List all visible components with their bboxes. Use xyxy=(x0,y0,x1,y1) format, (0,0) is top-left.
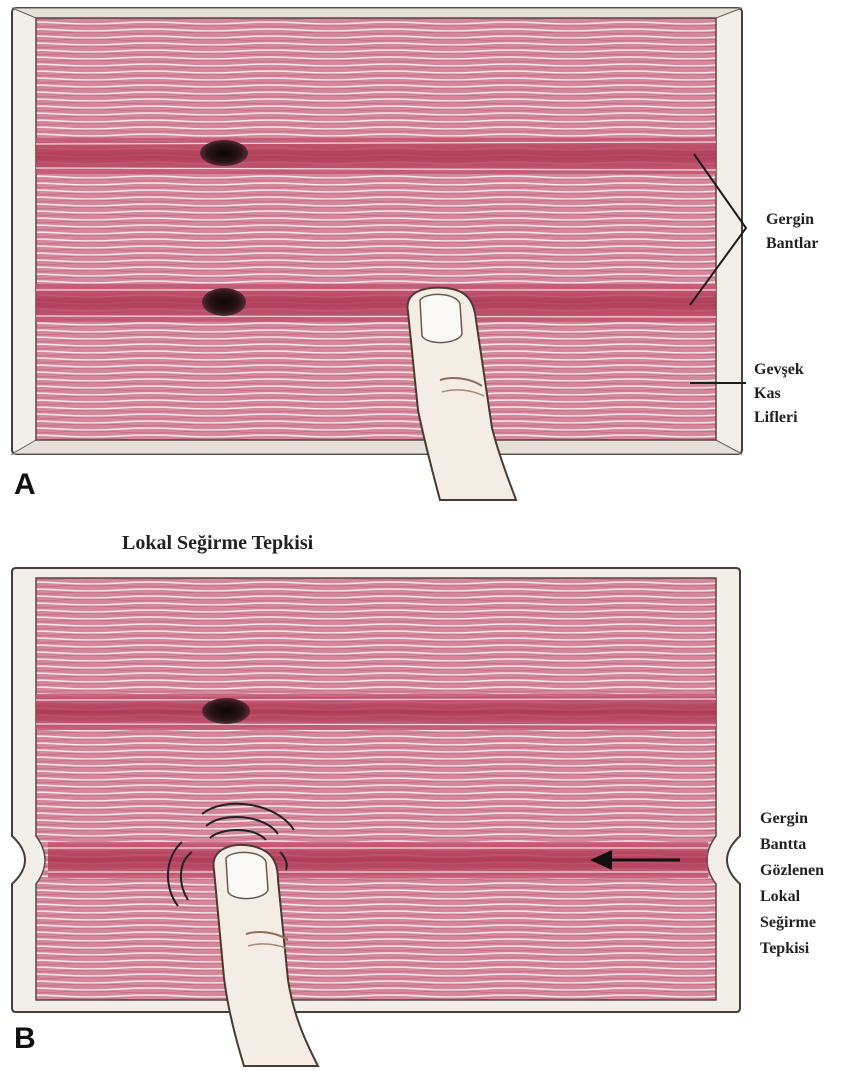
twitch-response-label: Gergin Bantta Gözlenen Lokal Seğirme Tep… xyxy=(760,806,824,962)
relaxed-fibers-label-line-1: Gevşek xyxy=(754,358,804,382)
panel-b-muscle xyxy=(36,578,716,1000)
taut-bands-label-line-2: Bantlar xyxy=(766,232,818,256)
panel-a xyxy=(12,8,746,500)
twitch-response-label-line-1: Gergin xyxy=(760,806,824,832)
twitch-response-label-line-5: Seğirme xyxy=(760,910,824,936)
panel-b xyxy=(12,568,740,1066)
taut-bands-label: Gergin Bantlar xyxy=(766,208,818,256)
panel-a-letter: A xyxy=(14,468,36,502)
panel-b-title: Lokal Seğirme Tepkisi xyxy=(122,532,313,555)
twitch-response-label-line-3: Gözlenen xyxy=(760,858,824,884)
panel-b-letter: B xyxy=(14,1022,36,1056)
relaxed-fibers-label-line-3: Lifleri xyxy=(754,406,804,430)
twitch-response-label-line-6: Tepkisi xyxy=(760,936,824,962)
twitch-response-label-line-4: Lokal xyxy=(760,884,824,910)
relaxed-fibers-label-line-2: Kas xyxy=(754,382,804,406)
panel-b-nodule xyxy=(202,698,250,724)
panel-a-nodule-2 xyxy=(202,288,246,316)
panel-a-muscle xyxy=(36,18,716,440)
twitch-response-label-line-2: Bantta xyxy=(760,832,824,858)
relaxed-fibers-label: Gevşek Kas Lifleri xyxy=(754,358,804,430)
panel-a-nodule-1 xyxy=(200,140,248,166)
taut-bands-label-line-1: Gergin xyxy=(766,208,818,232)
